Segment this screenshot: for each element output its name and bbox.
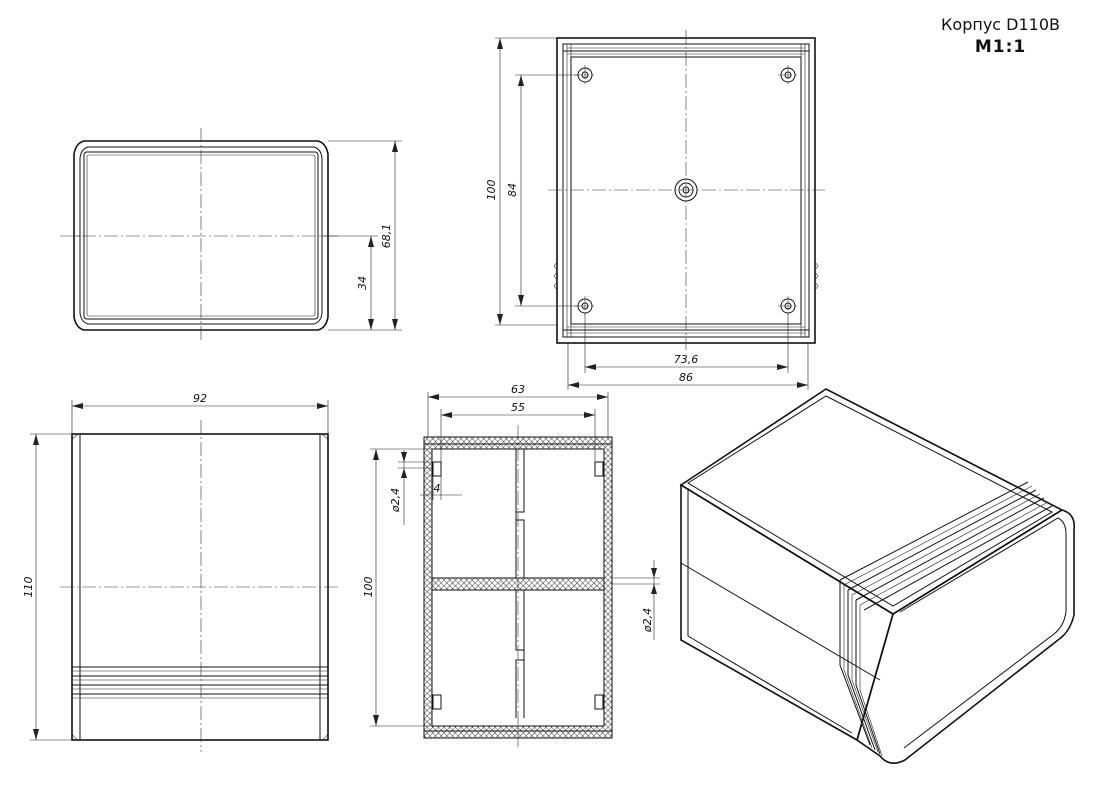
- dim-section-wall-right: ø2,4: [641, 608, 654, 633]
- dim-top-hole-spacing-h: 73,6: [674, 353, 699, 366]
- dim-section-inner-width: 55: [511, 401, 525, 414]
- isometric-view: [679, 388, 1076, 764]
- dim-side-width: 92: [193, 392, 207, 405]
- dim-section-height: 100: [362, 577, 375, 598]
- side-view: 92 110: [22, 392, 340, 752]
- dim-front-half-height: 34: [356, 276, 369, 290]
- dim-top-hole-spacing-v: 84: [506, 183, 519, 197]
- title-block: Корпус D110B M1:1: [941, 14, 1060, 58]
- title-model: Корпус D110B: [941, 15, 1060, 34]
- dim-side-height: 110: [22, 577, 35, 598]
- dim-front-height: 68,1: [380, 224, 393, 249]
- top-view: 100 84 73,6 86: [485, 30, 825, 390]
- dim-top-width: 86: [679, 371, 693, 384]
- title-scale: M1:1: [974, 37, 1027, 57]
- dim-section-slot: 4: [434, 482, 441, 495]
- dim-section-width: 63: [511, 383, 525, 396]
- section-view: 63 55 100 ø2,4 4: [362, 383, 660, 750]
- dim-top-height: 100: [485, 180, 498, 201]
- dim-section-wall-left: ø2,4: [389, 488, 402, 513]
- front-view: 68,1 34: [60, 128, 402, 340]
